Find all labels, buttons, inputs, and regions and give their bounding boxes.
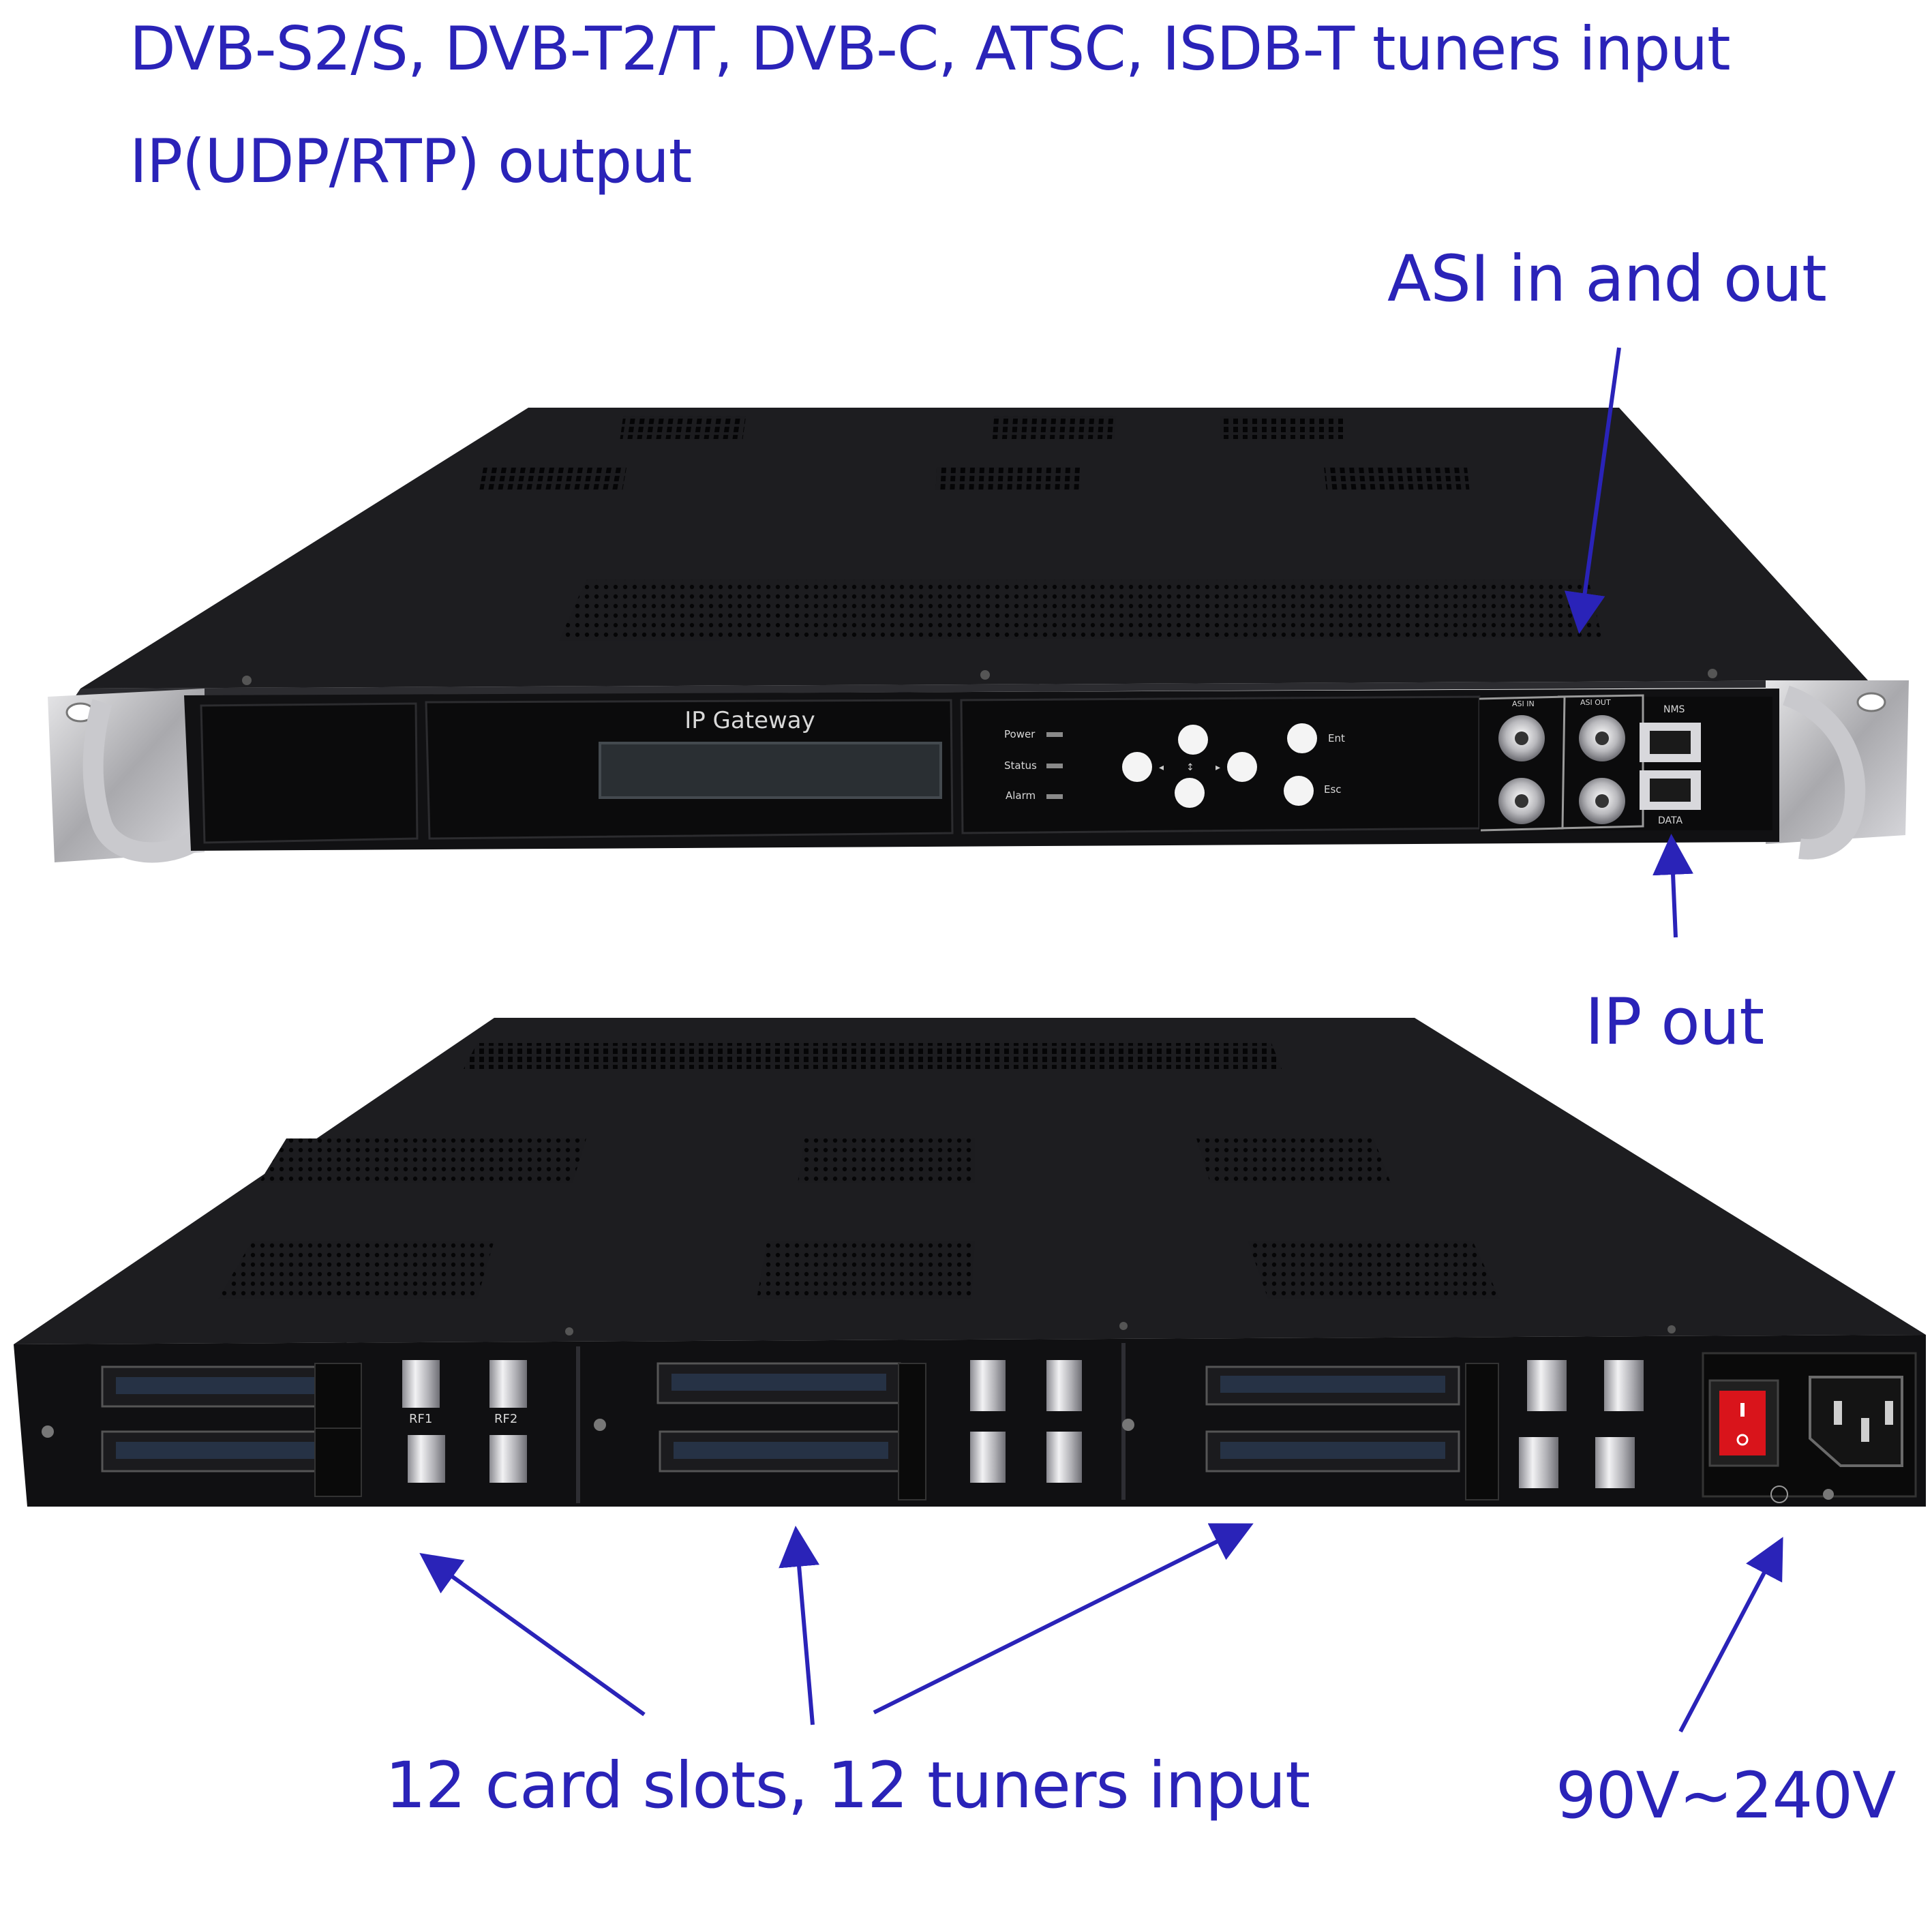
led-label-status: Status bbox=[1004, 759, 1037, 772]
enter-button[interactable] bbox=[1287, 723, 1317, 753]
updown-arrow-icon: ↕ bbox=[1186, 762, 1194, 773]
rf-connector[interactable] bbox=[1519, 1437, 1558, 1488]
annotation-arrows bbox=[419, 347, 1783, 1733]
lcd-screen bbox=[599, 742, 942, 799]
caption-power-range: 90V~240V bbox=[1556, 1759, 1896, 1833]
rf-connector[interactable] bbox=[402, 1360, 440, 1408]
escape-label: Esc bbox=[1324, 783, 1342, 796]
left-button[interactable] bbox=[1122, 752, 1152, 782]
led-label-alarm: Alarm bbox=[1006, 789, 1036, 802]
caption-card-slots: 12 card slots, 12 tuners input bbox=[385, 1749, 1310, 1823]
rf1-label: RF1 bbox=[409, 1412, 432, 1426]
arrow-slot-2 bbox=[779, 1526, 819, 1725]
escape-button[interactable] bbox=[1284, 776, 1314, 806]
caption-ip-out: IP out bbox=[1585, 985, 1764, 1059]
nms-label: NMS bbox=[1663, 704, 1685, 715]
right-button[interactable] bbox=[1227, 752, 1257, 782]
status-led bbox=[1046, 764, 1063, 768]
caption-tuner-inputs: DVB-S2/S, DVB-T2/T, DVB-C, ATSC, ISDB-T … bbox=[130, 14, 1731, 84]
arrow-slot-3 bbox=[873, 1523, 1254, 1715]
arrow-asi bbox=[1564, 347, 1621, 634]
data-label: DATA bbox=[1658, 815, 1682, 826]
display-title: IP Gateway bbox=[684, 707, 815, 734]
arrow-ip-out bbox=[1652, 834, 1694, 938]
power-led bbox=[1046, 732, 1063, 737]
rf-connector[interactable] bbox=[1527, 1360, 1567, 1411]
arrow-power bbox=[1678, 1537, 1783, 1733]
rf-connector[interactable] bbox=[970, 1360, 1006, 1411]
rf-connector[interactable] bbox=[1595, 1437, 1635, 1488]
rf-connector[interactable] bbox=[970, 1432, 1006, 1483]
rf-connector[interactable] bbox=[1046, 1360, 1082, 1411]
rear-unit: RF1 RF2 bbox=[14, 1018, 1926, 1507]
arrow-slot-1 bbox=[419, 1552, 646, 1717]
down-button[interactable] bbox=[1175, 778, 1205, 808]
asi-out-label: ASI OUT bbox=[1580, 698, 1611, 707]
rf-connector[interactable] bbox=[489, 1360, 527, 1408]
rf2-label: RF2 bbox=[494, 1412, 517, 1426]
rf-connector[interactable] bbox=[408, 1435, 445, 1483]
alarm-led bbox=[1046, 794, 1063, 799]
led-label-power: Power bbox=[1004, 728, 1036, 740]
front-unit: IP Gateway Power Status Alarm ◂ ▸ ↕ Ent … bbox=[48, 408, 1909, 863]
enter-label: Ent bbox=[1328, 732, 1345, 744]
asi-in-label: ASI IN bbox=[1512, 699, 1535, 708]
caption-asi-in-out: ASI in and out bbox=[1387, 242, 1827, 316]
power-inlet[interactable] bbox=[1809, 1376, 1903, 1467]
right-arrow-icon: ▸ bbox=[1216, 762, 1220, 773]
rf-connector[interactable] bbox=[1604, 1360, 1644, 1411]
caption-ip-output: IP(UDP/RTP) output bbox=[130, 126, 692, 196]
up-button[interactable] bbox=[1178, 725, 1208, 755]
ground-icon bbox=[1770, 1485, 1788, 1503]
left-arrow-icon: ◂ bbox=[1159, 762, 1164, 773]
rf-connector[interactable] bbox=[489, 1435, 527, 1483]
rf-connector[interactable] bbox=[1046, 1432, 1082, 1483]
